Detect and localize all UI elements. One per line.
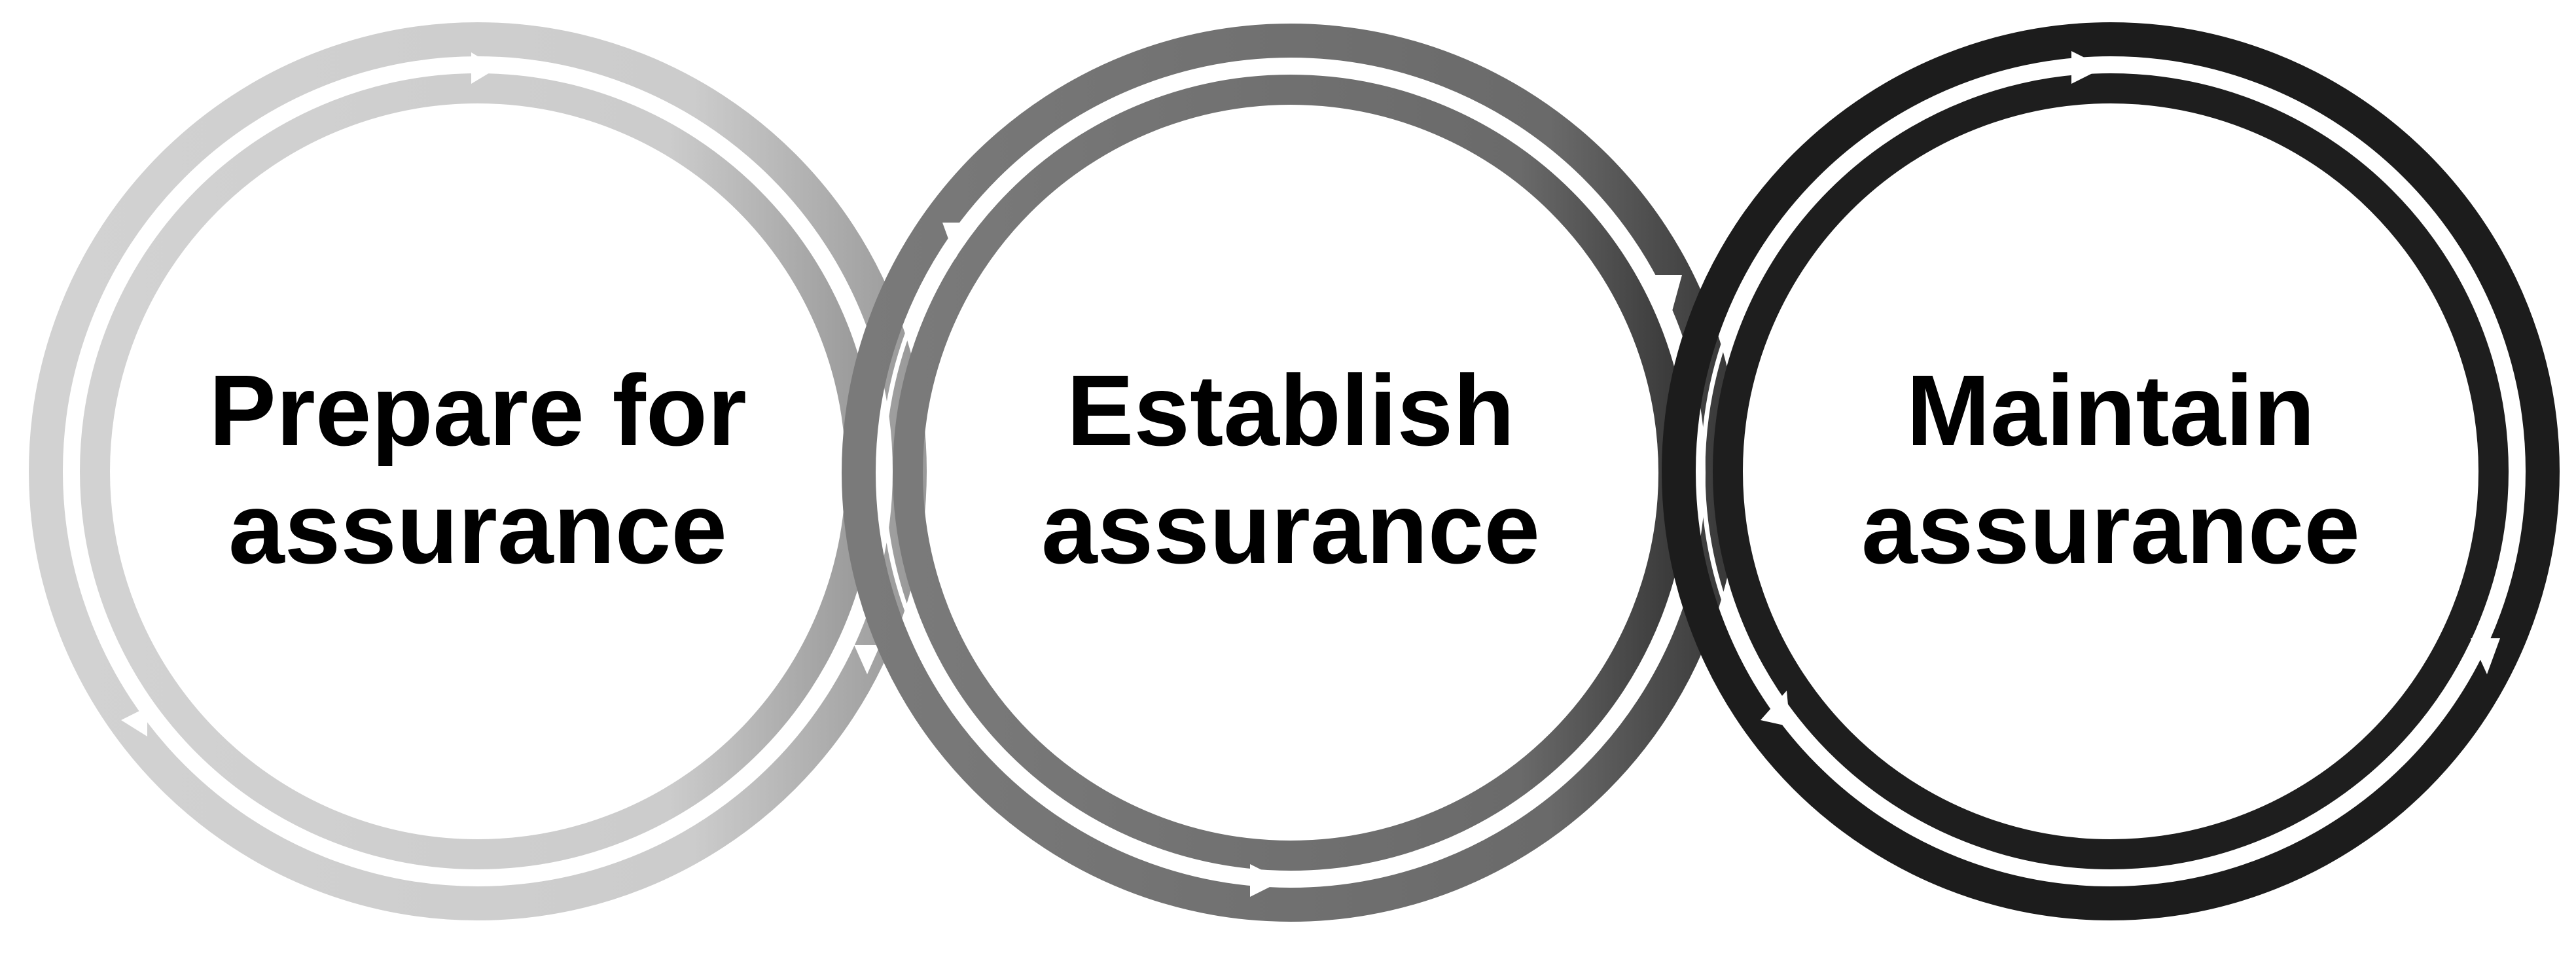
stage-maintain-arrow-top-icon <box>2071 51 2104 84</box>
stage-prepare-label-line1: Prepare for <box>209 354 747 467</box>
stage-prepare-inner-ring <box>80 73 876 869</box>
stage-prepare-arrow-right-icon <box>854 645 880 674</box>
stage-maintain: Maintain assurance <box>1662 22 2560 920</box>
stage-prepare-label-line2: assurance <box>228 472 727 585</box>
stage-maintain-flow-track <box>1700 61 2521 882</box>
stage-establish: Establish assurance <box>842 24 1740 922</box>
stage-maintain-outer-ring <box>1662 22 2560 920</box>
stage-establish-label-line1: Establish <box>1067 354 1515 467</box>
stage-establish-flow-track <box>880 62 1701 883</box>
stage-prepare-flow-track <box>67 61 888 882</box>
stage-establish-arrow-right-icon <box>1653 275 1682 311</box>
stage-establish-label-line2: assurance <box>1041 472 1540 585</box>
stage-prepare-arrow-left-icon <box>121 707 147 736</box>
stage-maintain-inner-ring <box>1713 73 2509 869</box>
stage-establish-arrow-left-icon <box>942 223 975 259</box>
stage-prepare-arrow-top-icon <box>471 52 497 84</box>
stage-maintain-arrow-right-icon <box>2471 638 2500 674</box>
stage-maintain-label-line1: Maintain <box>1906 354 2316 467</box>
stage-prepare: Prepare for assurance <box>29 22 927 920</box>
stage-maintain-label-line2: assurance <box>1861 472 2360 585</box>
stage-establish-arrow-bottom-icon <box>1250 864 1283 897</box>
stage-maintain-arrow-left-icon <box>1761 691 1790 727</box>
stage-prepare-outer-ring <box>29 22 927 920</box>
